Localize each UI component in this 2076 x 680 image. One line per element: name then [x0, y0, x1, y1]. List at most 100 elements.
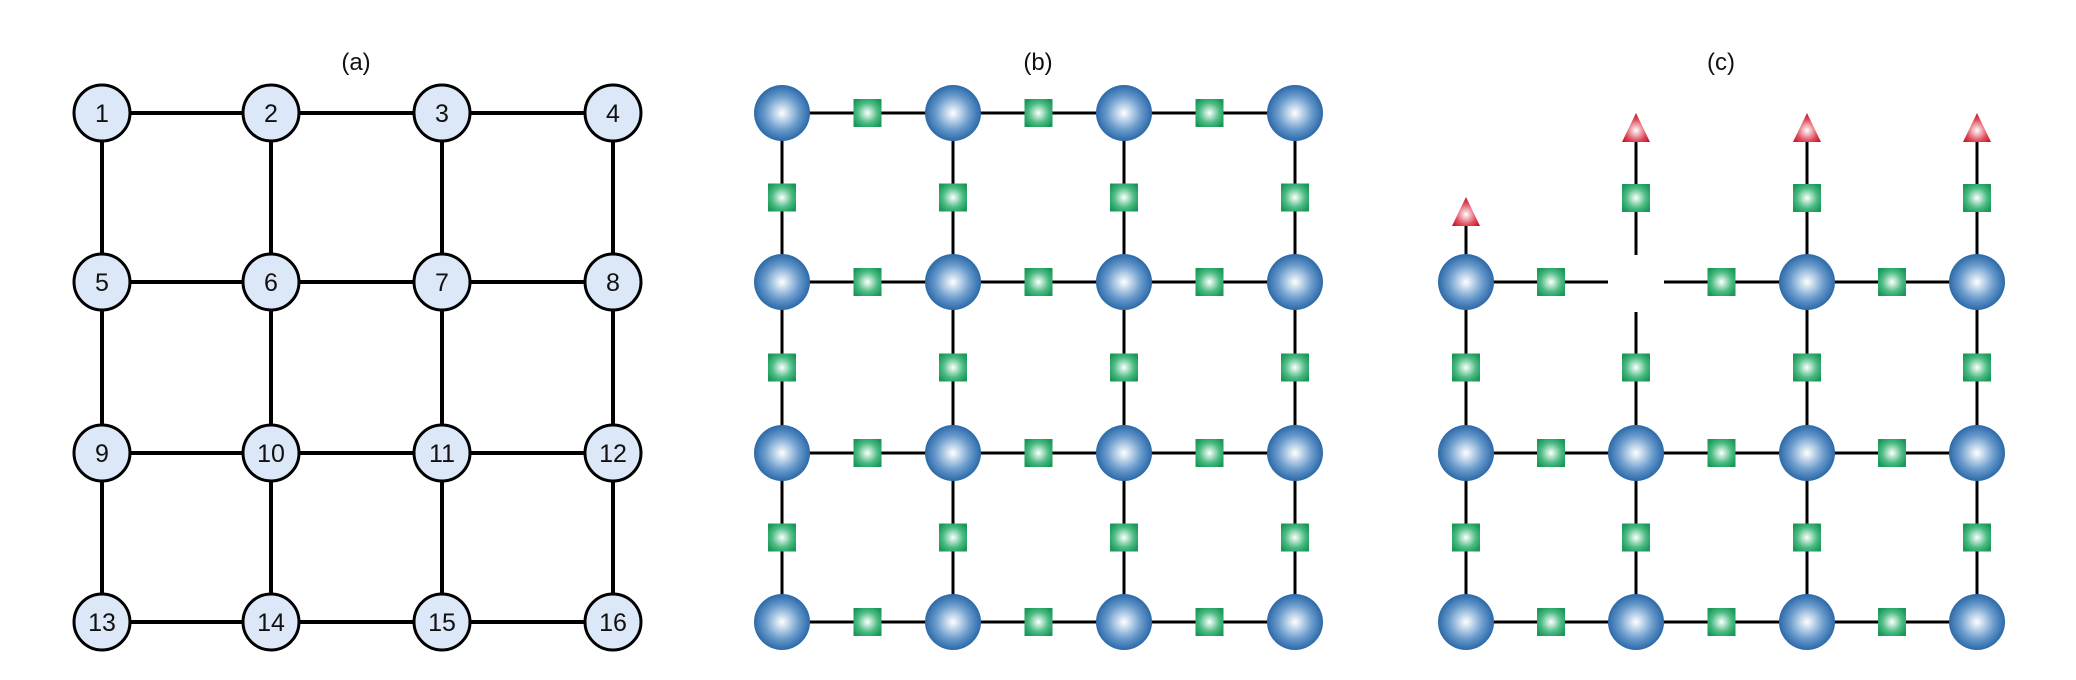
- green-square-site: [768, 353, 796, 382]
- green-square-site: [1878, 608, 1906, 636]
- blue-sphere-node: [925, 425, 981, 481]
- red-triangle: [1452, 197, 1480, 226]
- green-square-site: [1793, 353, 1821, 382]
- blue-sphere-node: [1267, 425, 1323, 481]
- blue-sphere-node: [754, 254, 810, 310]
- green-square-site: [853, 268, 882, 296]
- green-square-site: [1707, 608, 1736, 636]
- green-square-site: [1281, 353, 1309, 382]
- graph-node: [72, 252, 132, 312]
- node-label: 5: [95, 269, 109, 297]
- green-square-site: [939, 353, 967, 382]
- blue-sphere-node: [925, 254, 981, 310]
- green-square-site: [1195, 608, 1224, 636]
- graph-node: [583, 83, 643, 143]
- green-square-site: [1281, 183, 1309, 212]
- green-square-site: [1537, 268, 1565, 296]
- graph-node: [583, 252, 643, 312]
- graph-node: [412, 592, 472, 652]
- blue-sphere-node: [1267, 594, 1323, 650]
- blue-sphere-node: [754, 425, 810, 481]
- green-square-site: [939, 523, 967, 552]
- green-square-site: [1452, 523, 1480, 552]
- node-label: 13: [88, 609, 116, 637]
- green-square-site: [939, 183, 967, 212]
- blue-sphere-node: [754, 594, 810, 650]
- green-square-site: [853, 99, 882, 127]
- green-square-site: [1793, 184, 1821, 212]
- graph-node: [241, 592, 301, 652]
- graph-node: [241, 423, 301, 483]
- red-triangle: [1622, 113, 1650, 142]
- green-square-site: [1963, 523, 1991, 552]
- green-square-site: [1024, 439, 1053, 467]
- green-square-site: [1195, 268, 1224, 296]
- node-label: 2: [264, 100, 278, 128]
- blue-sphere-node: [1096, 594, 1152, 650]
- green-square-site: [1622, 353, 1650, 382]
- graph-node: [241, 252, 301, 312]
- green-square-site: [1622, 184, 1650, 212]
- red-triangle: [1793, 113, 1821, 142]
- node-label: 14: [257, 609, 285, 637]
- node-label: 11: [429, 440, 455, 468]
- graph-node: [412, 83, 472, 143]
- node-label: 7: [435, 269, 449, 297]
- green-square-site: [1963, 353, 1991, 382]
- node-label: 6: [264, 269, 278, 297]
- blue-sphere-node: [925, 594, 981, 650]
- panel-b-title: (b): [1023, 49, 1052, 76]
- blue-sphere-node: [754, 85, 810, 141]
- panel-c-lattice-defect: [1438, 113, 2005, 650]
- blue-sphere-node: [925, 85, 981, 141]
- node-label: 8: [606, 269, 620, 297]
- green-square-site: [1195, 439, 1224, 467]
- blue-sphere-node: [1096, 85, 1152, 141]
- green-square-site: [1793, 523, 1821, 552]
- green-square-site: [1878, 268, 1906, 296]
- node-label: 15: [428, 609, 456, 637]
- green-square-site: [1281, 523, 1309, 552]
- green-square-site: [1110, 353, 1138, 382]
- green-square-site: [1878, 439, 1906, 467]
- blue-sphere-node: [1267, 254, 1323, 310]
- green-square-site: [1963, 184, 1991, 212]
- blue-sphere-node: [1096, 425, 1152, 481]
- panel-b-lattice: [754, 85, 1323, 650]
- node-label: 16: [599, 609, 627, 637]
- blue-sphere-node: [1096, 254, 1152, 310]
- green-square-site: [853, 608, 882, 636]
- green-square-site: [1024, 608, 1053, 636]
- graph-node: [72, 592, 132, 652]
- green-square-site: [1707, 268, 1736, 296]
- blue-sphere-node: [1779, 425, 1835, 481]
- graph-node: [72, 423, 132, 483]
- blue-sphere-node: [1267, 85, 1323, 141]
- green-square-site: [1707, 439, 1736, 467]
- blue-sphere-node: [1949, 254, 2005, 310]
- blue-sphere-node: [1608, 594, 1664, 650]
- graph-node: [412, 423, 472, 483]
- green-square-site: [1537, 439, 1565, 467]
- green-square-site: [768, 183, 796, 212]
- node-label: 3: [435, 100, 449, 128]
- green-square-site: [1110, 183, 1138, 212]
- green-square-site: [1195, 99, 1224, 127]
- green-square-site: [1452, 353, 1480, 382]
- green-square-site: [1024, 268, 1053, 296]
- graph-node: [583, 423, 643, 483]
- node-label: 10: [257, 440, 285, 468]
- green-square-site: [853, 439, 882, 467]
- node-label: 4: [606, 100, 620, 128]
- panel-a-title: (a): [341, 49, 370, 76]
- blue-sphere-node: [1438, 425, 1494, 481]
- blue-sphere-node: [1438, 594, 1494, 650]
- blue-sphere-node: [1608, 425, 1664, 481]
- green-square-site: [1622, 523, 1650, 552]
- node-label: 9: [95, 440, 109, 468]
- graph-node: [241, 83, 301, 143]
- graph-node: [583, 592, 643, 652]
- panel-c-title: (c): [1707, 49, 1735, 76]
- graph-node: [412, 252, 472, 312]
